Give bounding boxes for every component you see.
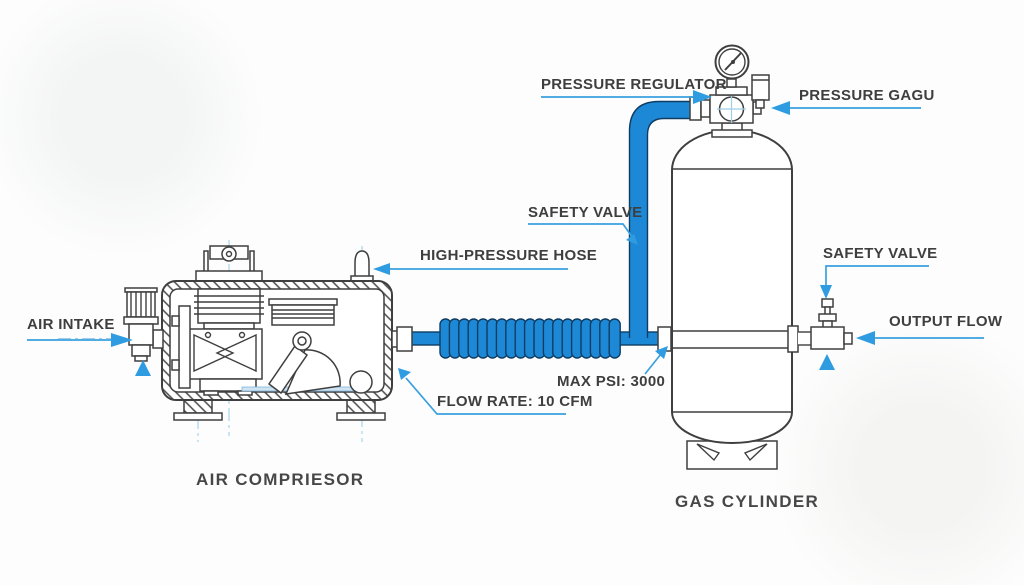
label-output-flow: OUTPUT FLOW	[889, 313, 1003, 330]
coiled-hose	[439, 318, 621, 359]
high-pressure-hose-drawing	[407, 100, 692, 359]
pressure-gauge-dial	[714, 44, 750, 80]
label-pressure-gauge: PRESSURE GAGU	[799, 87, 935, 104]
intake-flow-arrow	[135, 360, 151, 376]
vent-dome	[350, 250, 374, 283]
label-pressure-regulator: PRESSURE REGULATOR	[541, 76, 727, 93]
label-air-intake: AIR INTAKE	[27, 316, 115, 333]
gas-cylinder-drawing	[657, 122, 812, 470]
gauge-cartridge	[751, 74, 770, 109]
label-gas-cylinder: GAS CYLINDER	[675, 492, 820, 511]
leader-arrows	[27, 90, 984, 415]
piston-assembly	[241, 298, 373, 395]
intake-filter-drawing	[123, 287, 164, 362]
cylinder-head	[195, 245, 263, 282]
output-flow-arrow	[819, 354, 835, 370]
label-air-compressor: AIR COMPRIESOR	[196, 470, 365, 489]
output-valve-drawing	[810, 298, 853, 350]
label-flow-rate: FLOW RATE: 10 CFM	[437, 393, 593, 410]
label-max-psi: MAX PSI: 3000	[557, 373, 666, 390]
pressure-regulator-drawing	[689, 44, 770, 124]
air-compressor-drawing	[161, 245, 413, 421]
label-safety-valve-right: SAFETY VALVE	[823, 245, 938, 262]
label-high-pressure-hose: HIGH-PRESSURE HOSE	[420, 247, 598, 264]
label-safety-valve-left: SAFETY VALVE	[528, 204, 643, 221]
crankcase	[171, 305, 263, 396]
